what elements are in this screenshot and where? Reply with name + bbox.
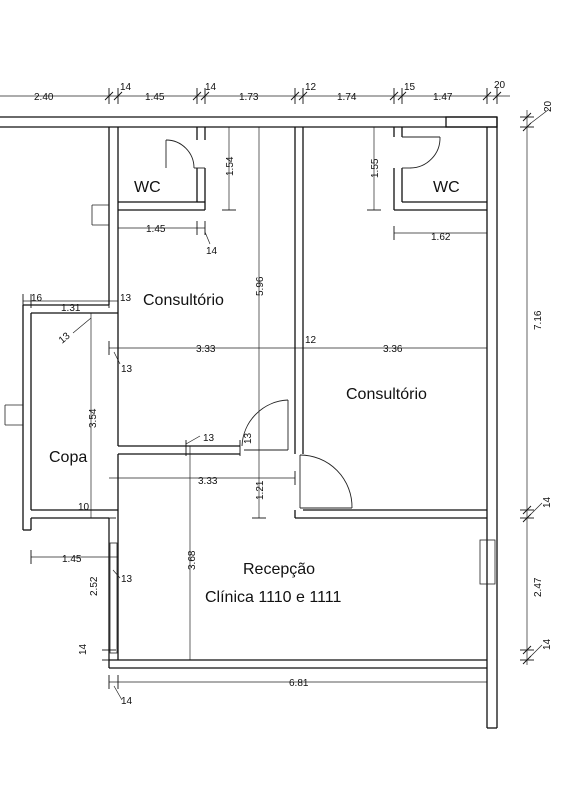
dim-label: 14 <box>205 82 217 93</box>
walls <box>0 116 498 729</box>
room-label-recepcao: Recepção <box>243 561 315 578</box>
room-label-consultorio-right: Consultório <box>346 386 427 403</box>
door-consultorio-right <box>299 454 353 509</box>
dim-label: 13 <box>121 574 133 585</box>
doors <box>165 136 441 509</box>
dim-label: 20 <box>543 100 554 112</box>
dim-label: 1.47 <box>433 92 453 103</box>
dim-label: 14 <box>120 82 132 93</box>
dimension-labels: 2.40 14 1.45 14 1.73 12 1.74 15 1.47 20 … <box>31 80 554 707</box>
dim-label: 2.52 <box>89 576 100 596</box>
dim-label: 15 <box>404 82 416 93</box>
dim-label: 1.73 <box>239 92 259 103</box>
dim-label: 13 <box>243 432 254 444</box>
dim-label: 13 <box>57 330 73 346</box>
dim-label: 16 <box>31 293 43 304</box>
door-consultorio-left <box>241 399 289 451</box>
room-label-wc-left: WC <box>134 179 161 196</box>
dim-label: 1.45 <box>145 92 165 103</box>
room-labels: WC WC Consultório Consultório Copa Recep… <box>49 179 460 606</box>
dim-label: 3.68 <box>187 550 198 570</box>
dim-label: 1.45 <box>146 224 166 235</box>
dim-label: 14 <box>206 246 218 257</box>
dim-label: 1.55 <box>370 158 381 178</box>
dim-label: 1.45 <box>62 554 82 565</box>
dim-label: 1.54 <box>225 156 236 176</box>
dim-label: 3.33 <box>198 476 218 487</box>
dim-label: 1.62 <box>431 232 451 243</box>
dim-label: 14 <box>78 643 89 655</box>
dim-label: 14 <box>121 696 133 707</box>
dim-label: 3.33 <box>196 344 216 355</box>
dim-label: 2.40 <box>34 92 54 103</box>
dim-label: 3.54 <box>88 408 99 428</box>
dim-label: 13 <box>121 364 133 375</box>
dimension-lines <box>0 88 549 701</box>
dim-label: 13 <box>120 293 132 304</box>
room-label-wc-right: WC <box>433 179 460 196</box>
dim-label: 1.21 <box>255 480 266 500</box>
dim-label: 1.74 <box>337 92 357 103</box>
dim-label: 3.36 <box>383 344 403 355</box>
dim-label: 20 <box>494 80 506 91</box>
dim-label: 7.16 <box>533 310 544 330</box>
dim-label: 10 <box>78 502 90 513</box>
dim-label: 14 <box>542 638 553 650</box>
room-label-copa: Copa <box>49 449 87 466</box>
dim-label: 6.81 <box>289 678 309 689</box>
dim-label: 5.96 <box>255 276 266 296</box>
room-label-clinica: Clínica 1110 e 1111 <box>205 589 341 606</box>
dim-label: 2.47 <box>533 577 544 597</box>
dim-label: 1.31 <box>61 303 81 314</box>
door-wc-right <box>402 136 441 169</box>
dim-label: 14 <box>542 496 553 508</box>
dim-label: 12 <box>305 335 317 346</box>
door-wc-left <box>165 139 205 169</box>
room-label-consultorio-left: Consultório <box>143 292 224 309</box>
dim-label: 13 <box>203 433 215 444</box>
dim-label: 12 <box>305 82 317 93</box>
